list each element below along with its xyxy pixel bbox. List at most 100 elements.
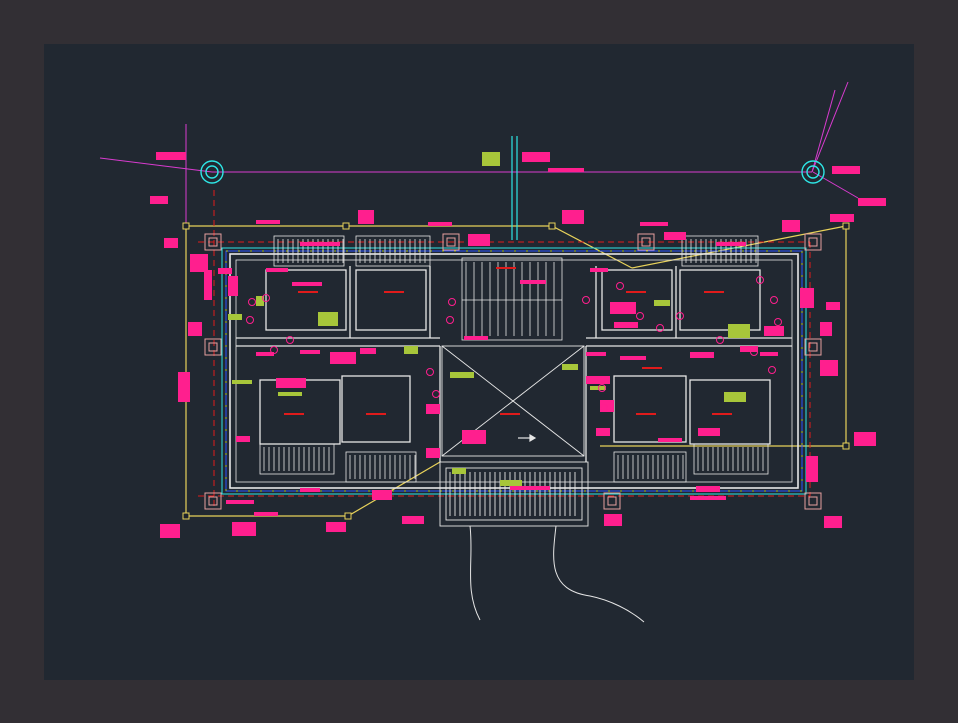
- magenta-note: [402, 516, 424, 524]
- square-column-marker: [804, 233, 822, 251]
- fixture-symbol: [432, 390, 440, 398]
- fixture-symbol: [636, 312, 644, 320]
- magenta-note: [156, 152, 186, 160]
- magenta-note: [360, 348, 376, 354]
- fixture-symbol: [582, 296, 590, 304]
- magenta-note: [824, 516, 842, 528]
- magenta-note: [522, 152, 550, 162]
- magenta-note: [256, 352, 274, 356]
- fixture-symbol: [768, 366, 776, 374]
- arrow-right-icon: [518, 433, 537, 443]
- magenta-note: [586, 376, 610, 384]
- cad-viewport[interactable]: [44, 44, 914, 680]
- green-note: [654, 300, 670, 306]
- square-column-inner: [607, 496, 617, 506]
- magenta-note: [330, 352, 356, 364]
- square-column-inner: [208, 342, 218, 352]
- magenta-note: [658, 438, 682, 442]
- interior-walls: [236, 266, 792, 462]
- fixture-symbol: [286, 336, 294, 344]
- magenta-note: [232, 522, 256, 536]
- magenta-note: [562, 210, 584, 224]
- magenta-note: [254, 512, 278, 516]
- magenta-note: [226, 500, 254, 504]
- square-column-marker: [204, 338, 222, 356]
- fixture-symbol: [598, 384, 606, 392]
- magenta-note: [358, 210, 374, 224]
- magenta-note: [716, 242, 746, 246]
- magenta-note: [190, 254, 208, 272]
- magenta-note: [800, 288, 814, 308]
- magenta-note: [426, 404, 440, 414]
- magenta-note: [854, 432, 876, 446]
- magenta-note: [664, 232, 686, 240]
- magenta-note: [256, 220, 280, 224]
- magenta-note: [782, 220, 800, 232]
- entrance-path: [469, 525, 645, 623]
- green-note: [256, 296, 264, 306]
- magenta-note: [690, 352, 714, 358]
- magenta-note: [188, 322, 202, 336]
- magenta-note: [760, 352, 778, 356]
- fixture-symbol: [676, 312, 684, 320]
- square-column-inner: [808, 496, 818, 506]
- balcony: [259, 443, 335, 475]
- magenta-note: [266, 268, 288, 272]
- balcony: [355, 235, 431, 267]
- magenta-note: [428, 222, 452, 226]
- square-column-marker: [442, 233, 460, 251]
- green-note: [500, 480, 522, 486]
- magenta-note: [820, 322, 832, 336]
- square-column-marker: [603, 492, 621, 510]
- green-note: [450, 372, 474, 378]
- magenta-note: [610, 302, 636, 314]
- green-note: [724, 392, 746, 402]
- square-column-inner: [446, 237, 456, 247]
- floor-plan-drawing[interactable]: [44, 44, 914, 680]
- balcony: [681, 235, 759, 267]
- square-vertex-marker: [548, 222, 556, 230]
- magenta-note: [464, 336, 488, 340]
- magenta-note: [510, 486, 550, 490]
- magenta-note: [292, 282, 322, 286]
- square-column-marker: [804, 492, 822, 510]
- fixture-symbol: [756, 276, 764, 284]
- square-column-inner: [808, 342, 818, 352]
- magenta-note: [858, 198, 886, 206]
- fixture-symbol: [656, 324, 664, 332]
- magenta-note: [698, 428, 720, 436]
- square-column-inner: [808, 237, 818, 247]
- square-column-marker: [804, 338, 822, 356]
- fixture-symbol: [774, 318, 782, 326]
- magenta-note: [586, 352, 606, 356]
- magenta-note: [300, 350, 320, 354]
- magenta-note: [468, 234, 490, 246]
- magenta-note: [520, 280, 546, 284]
- magenta-note: [218, 268, 232, 274]
- green-note: [482, 152, 500, 166]
- magenta-note: [160, 524, 180, 538]
- fixture-symbol: [246, 316, 254, 324]
- magenta-note: [300, 488, 320, 492]
- magenta-note: [640, 222, 668, 226]
- magenta-note: [462, 430, 486, 444]
- magenta-note: [426, 448, 440, 458]
- square-column-marker: [204, 492, 222, 510]
- magenta-note: [178, 372, 190, 402]
- magenta-note: [764, 326, 784, 336]
- magenta-note: [326, 522, 346, 532]
- magenta-note: [614, 322, 638, 328]
- magenta-note: [832, 166, 860, 174]
- magenta-note: [548, 168, 584, 172]
- magenta-note: [820, 360, 838, 376]
- corner-column-markers: [204, 233, 822, 510]
- green-note: [228, 314, 242, 320]
- magenta-note: [696, 486, 720, 492]
- balconies: [259, 235, 769, 483]
- fixture-symbol: [770, 296, 778, 304]
- square-vertex-marker: [342, 222, 350, 230]
- magenta-note: [740, 346, 758, 352]
- green-note: [278, 392, 302, 396]
- fixture-symbol: [446, 316, 454, 324]
- square-vertex-marker: [842, 222, 850, 230]
